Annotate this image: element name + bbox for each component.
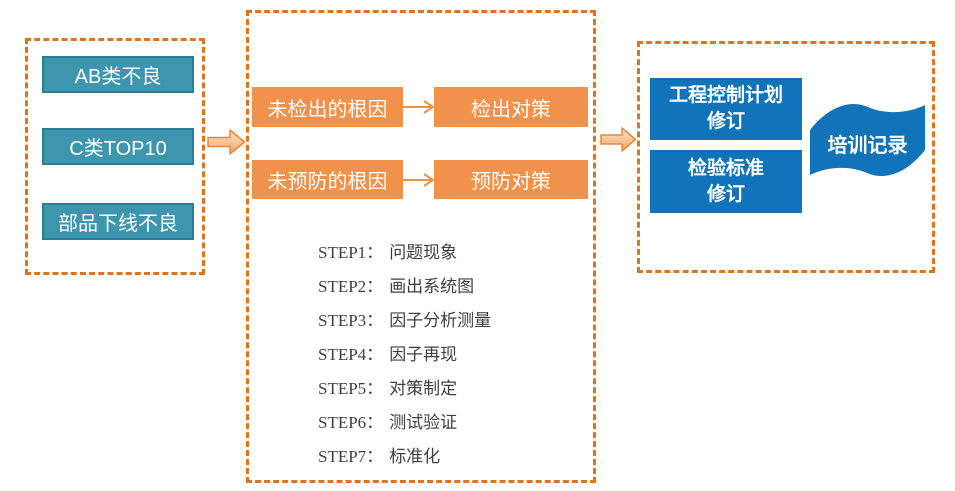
step-item: STEP7： 标准化 <box>318 437 578 471</box>
step-label: STEP5： <box>318 378 384 398</box>
revision-line: 工程控制计划 <box>668 85 783 107</box>
training-record-flag: 培训记录 <box>810 100 925 182</box>
action-box-prevention: 预防对策 <box>434 160 588 199</box>
step-text: 测试验证 <box>389 412 458 432</box>
analysis-group: 未检出的根因 检出对策 未预防的根因 预防对策 STEP1： 问题 <box>246 10 596 483</box>
defect-sources-group: AB类不良 C类TOP10 部品下线不良 <box>25 38 205 275</box>
cause-box-undetected: 未检出的根因 <box>252 87 403 127</box>
step-text: 因子再现 <box>389 344 458 364</box>
source-box-label: C类TOP10 <box>69 138 167 160</box>
source-box-ab-defects: AB类不良 <box>42 56 194 93</box>
step-text: 画出系统图 <box>389 276 475 296</box>
source-box-offline-defects: 部品下线不良 <box>42 203 194 240</box>
right-arrow-icon <box>403 173 435 187</box>
step-item: STEP3： 因子分析测量 <box>318 301 578 335</box>
cause-box-label: 未检出的根因 <box>267 98 388 121</box>
revision-line: 修订 <box>706 111 745 132</box>
flag-label: 培训记录 <box>827 134 908 157</box>
flow-arrow-icon <box>207 128 246 156</box>
step-item: STEP1： 问题现象 <box>318 233 578 267</box>
step-text: 标准化 <box>389 446 441 466</box>
step-label: STEP7： <box>318 446 384 466</box>
cause-box-label: 未预防的根因 <box>267 171 388 193</box>
step-label: STEP3： <box>318 310 384 330</box>
step-item: STEP4： 因子再现 <box>318 335 578 369</box>
flow-arrow-icon <box>600 126 637 153</box>
cause-box-unprevented: 未预防的根因 <box>252 160 403 199</box>
step-list: STEP1： 问题现象 STEP2： 画出系统图 STEP3： 因子分析测量 S… <box>318 233 578 471</box>
step-item: STEP5： 对策制定 <box>318 369 578 403</box>
right-arrow-icon <box>403 100 435 114</box>
action-box-label: 检出对策 <box>471 98 551 121</box>
step-item: STEP2： 画出系统图 <box>318 267 578 301</box>
source-box-c-top10: C类TOP10 <box>42 128 194 165</box>
step-label: STEP2： <box>318 276 384 296</box>
step-item: STEP6： 测试验证 <box>318 403 578 437</box>
revision-box-control-plan: 工程控制计划 修订 <box>650 78 802 140</box>
source-box-label: AB类不良 <box>74 66 162 88</box>
step-text: 因子分析测量 <box>389 310 492 330</box>
action-box-detection: 检出对策 <box>434 87 588 127</box>
step-label: STEP4： <box>318 344 384 364</box>
revision-line: 修订 <box>706 183 745 205</box>
source-box-label: 部品下线不良 <box>58 213 178 235</box>
step-label: STEP1： <box>318 242 384 262</box>
step-text: 问题现象 <box>389 242 458 262</box>
step-text: 对策制定 <box>389 378 458 398</box>
action-box-label: 预防对策 <box>471 171 551 193</box>
revision-line: 检验标准 <box>687 157 764 179</box>
step-label: STEP6： <box>318 412 384 432</box>
revision-box-inspection-standard: 检验标准 修订 <box>650 150 802 213</box>
output-group: 工程控制计划 修订 检验标准 修订 培训记录 <box>637 41 935 273</box>
wave-flag-icon <box>810 103 925 177</box>
